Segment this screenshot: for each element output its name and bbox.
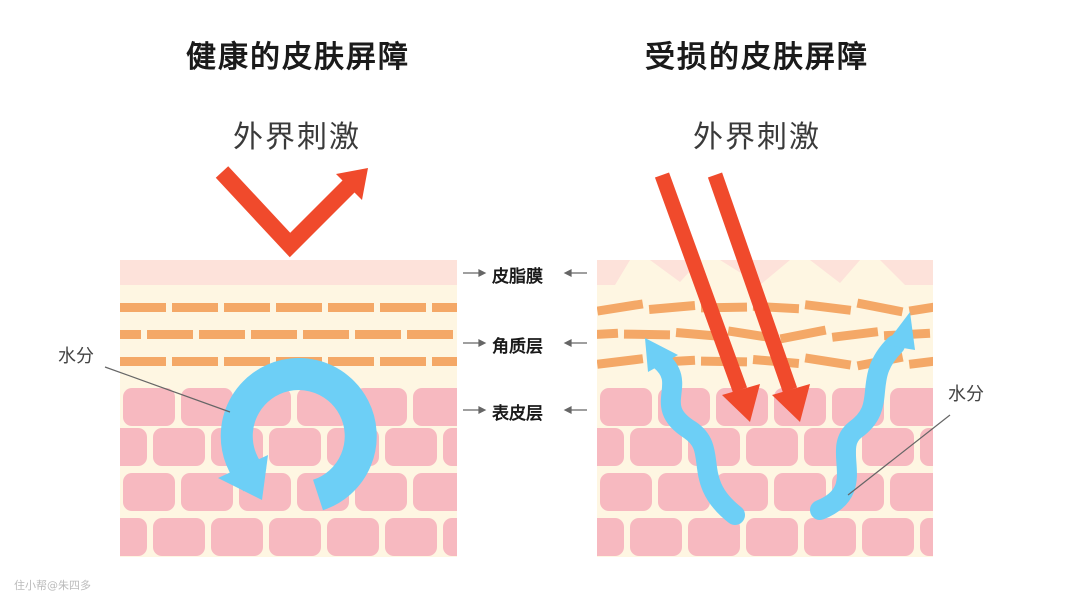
corneocyte-brick: [648, 301, 696, 314]
corneocyte-brick: [407, 330, 453, 339]
corneocyte-brick: [120, 357, 166, 366]
corneocyte-brick: [147, 330, 193, 339]
corneocyte-brick: [120, 330, 141, 339]
water-pointer-lines: [104, 366, 951, 496]
corneocyte-brick: [623, 329, 671, 340]
penetrating-stimulus-arrows: [654, 172, 810, 422]
epidermal-cell: [413, 388, 457, 426]
damaged-skin-panel: [597, 260, 950, 557]
corneocyte-brick: [224, 303, 270, 312]
sebum-label: 皮脂膜: [492, 267, 543, 287]
epidermal-cell: [920, 518, 933, 556]
epidermal-cell: [181, 473, 233, 511]
corneocyte-brick: [597, 299, 644, 316]
water-circulation-arrow: [218, 358, 377, 511]
corneocyte-brick: [432, 357, 457, 366]
corneocyte-brick: [303, 330, 349, 339]
water-loss-arrows: [645, 312, 915, 525]
corneocyte-brick: [172, 303, 218, 312]
epidermal-cell: [443, 428, 457, 466]
healthy-title: 健康的皮肤屏障: [186, 40, 410, 75]
epidermal-cell: [600, 388, 652, 426]
corneocyte-brick: [597, 328, 619, 341]
corneocyte-brick: [276, 303, 322, 312]
corneocyte-brick: [224, 357, 270, 366]
corneocyte-brick: [908, 354, 933, 369]
corneocyte-brick: [804, 353, 852, 370]
damaged-stimulus-label: 外界刺激: [693, 120, 821, 155]
epidermal-cell: [181, 388, 233, 426]
corneocyte-brick: [908, 299, 933, 316]
epidermal-cell: [804, 518, 856, 556]
epidermal-cell: [153, 518, 205, 556]
healthy-skin-panel: [120, 260, 473, 557]
cell-nucleus: [466, 444, 473, 451]
epidermis-label: 表皮层: [492, 404, 543, 424]
corneocyte-brick: [380, 357, 426, 366]
layer-pointer-arrows: [463, 269, 587, 414]
epidermal-cell: [211, 518, 263, 556]
corneocyte-brick: [675, 328, 723, 341]
epidermal-cell: [597, 428, 624, 466]
epidermal-cell: [327, 518, 379, 556]
healthy-stimulus-label: 外界刺激: [233, 120, 361, 155]
corneocyte-brick: [597, 354, 644, 369]
corneocyte-brick: [328, 303, 374, 312]
corneocyte-brick: [432, 303, 457, 312]
corneocyte-brick: [328, 357, 374, 366]
damaged-title: 受损的皮肤屏障: [645, 40, 869, 75]
stratum-corneum-label: 角质层: [492, 337, 543, 357]
corneocyte-brick: [251, 330, 297, 339]
epidermal-cell: [688, 518, 740, 556]
epidermal-cell: [630, 428, 682, 466]
epidermal-cell: [269, 428, 321, 466]
corneocyte-brick: [120, 303, 166, 312]
corneocyte-brick: [804, 300, 852, 315]
cell-nucleus: [943, 444, 950, 451]
epidermal-cell: [890, 473, 933, 511]
corneocyte-brick: [831, 327, 879, 342]
epidermal-cell: [862, 518, 914, 556]
epidermal-cell: [862, 428, 914, 466]
epidermal-cell: [385, 428, 437, 466]
epidermal-cell: [597, 518, 624, 556]
epidermal-cell: [413, 473, 457, 511]
corneocyte-brick: [727, 326, 775, 343]
epidermal-cell: [355, 473, 407, 511]
epidermal-cell: [123, 388, 175, 426]
epidermal-cell: [153, 428, 205, 466]
epidermal-cell: [120, 518, 147, 556]
epidermal-cell: [443, 518, 457, 556]
epidermal-cell: [385, 518, 437, 556]
epidermal-cell: [658, 473, 710, 511]
watermark: 住小帮@朱四多: [14, 579, 91, 592]
epidermal-cell: [600, 473, 652, 511]
corneocyte-brick: [380, 303, 426, 312]
epidermal-cell: [630, 518, 682, 556]
sebum-layer: [120, 260, 457, 285]
epidermal-cell: [920, 428, 933, 466]
epidermal-cell: [774, 473, 826, 511]
damaged-water-label: 水分: [948, 384, 984, 405]
deflected-stimulus-arrow: [215, 166, 368, 258]
cell-nucleus: [466, 534, 473, 541]
corneocyte-brick: [199, 330, 245, 339]
corneocyte-brick: [856, 298, 904, 317]
epidermal-cell: [123, 473, 175, 511]
healthy-water-label: 水分: [58, 346, 94, 367]
epidermal-cell: [746, 428, 798, 466]
cell-nucleus: [943, 534, 950, 541]
epidermal-cell: [120, 428, 147, 466]
epidermal-cell: [269, 518, 321, 556]
corneocyte-brick: [172, 357, 218, 366]
epidermal-cell: [746, 518, 798, 556]
corneocyte-brick: [355, 330, 401, 339]
corneocyte-brick: [779, 325, 827, 344]
epidermal-cell: [890, 388, 933, 426]
